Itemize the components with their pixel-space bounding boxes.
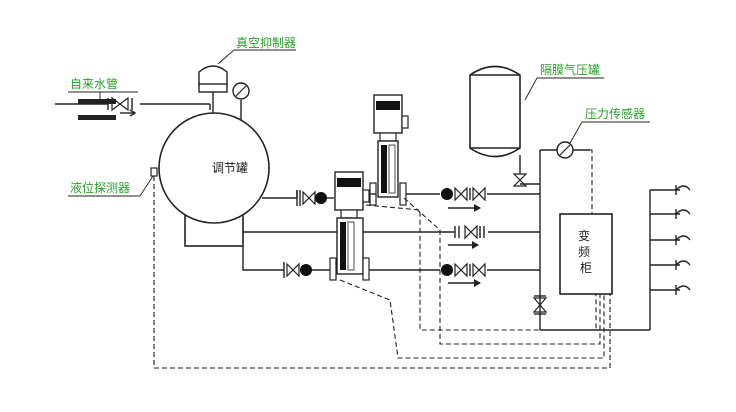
upper-suction-valve-icon [299, 190, 334, 206]
vfd-char-2: 频 [578, 245, 590, 259]
regulating-tank-label: 调节罐 [212, 161, 248, 175]
faucet-icons [675, 185, 691, 295]
discharge-valve-upper-icon [441, 186, 486, 212]
inlet-pipe [55, 99, 211, 120]
vacuum-suppressor-label: 真空抑制器 [236, 35, 296, 50]
level-probe-icon [150, 167, 158, 177]
vfd-cabinet [559, 213, 613, 295]
vacuum-suppressor-icon [198, 65, 228, 113]
lower-suction-valve-icon [283, 262, 334, 278]
vfd-char-1: 变 [578, 228, 590, 243]
bypass-check-valve-icon [448, 224, 485, 249]
outlet-manifold [540, 189, 680, 331]
level-probe-label: 液位探测器 [70, 180, 130, 195]
discharge-valve-lower-icon [441, 262, 486, 287]
tap-water-label: 自来水管 [70, 76, 118, 91]
vfd-char-3: 柜 [580, 261, 592, 275]
pump-2-icon [334, 171, 370, 219]
pump-1-icon [369, 94, 409, 206]
inlet-valve-icon [107, 96, 133, 112]
pressure-sensor-icon [556, 141, 574, 159]
vfd-cabinet-label: 变 频 柜 [578, 228, 594, 275]
drain-valve-icon [532, 295, 548, 315]
pressure-sensor-label: 压力传感器 [585, 106, 645, 121]
signal-lines [153, 149, 611, 369]
diaphragm-pressure-tank [469, 65, 528, 187]
pressure-gauge-icon [232, 82, 250, 120]
diaphragm-tank-label: 隔膜气压罐 [540, 62, 600, 77]
regulating-tank [158, 112, 270, 247]
discharge-pipes [369, 149, 590, 330]
pump-3-icon [329, 217, 370, 281]
